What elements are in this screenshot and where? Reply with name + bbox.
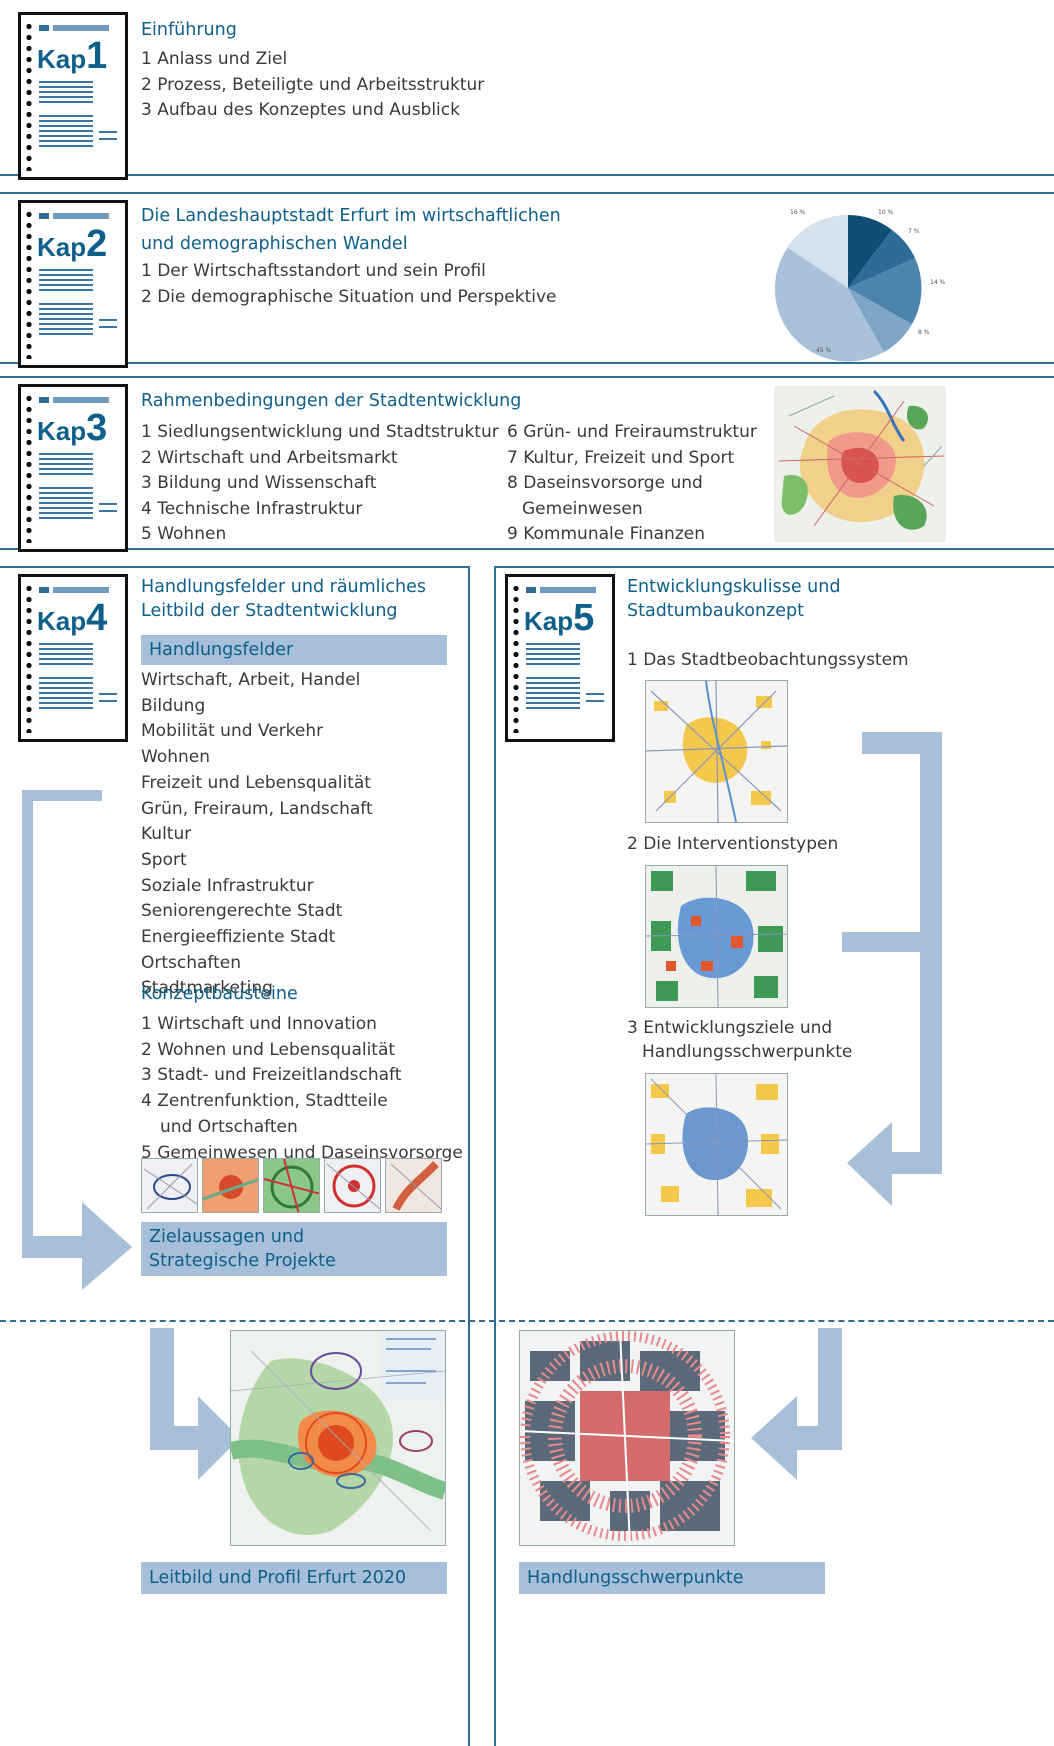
leitbild-map	[230, 1330, 446, 1546]
chapter-1-items: 1 Anlass und Ziel 2 Prozess, Beteiligte …	[141, 47, 484, 124]
konzeptbausteine-heading: Konzeptbausteine	[141, 984, 298, 1004]
chapter-3-title: Rahmenbedingungen der Stadtentwicklung	[141, 391, 522, 411]
chapter-3-column-2: 6 Grün- und Freiraumstruktur 7 Kultur, F…	[507, 420, 757, 548]
interventionstypen-map	[645, 865, 788, 1008]
list-item: 5 Wohnen	[141, 524, 227, 544]
step-3-label: 3 Entwicklungsziele und Handlungsschwerp…	[627, 1018, 853, 1062]
chapter-4-title: Handlungsfelder und räumliches Leitbild …	[141, 577, 427, 621]
list-item: Wohnen	[141, 747, 210, 768]
chapter-2-notebook-icon: Kap2	[18, 200, 128, 368]
handlungsschwerpunkte-overview-map	[519, 1330, 735, 1546]
concept-thumbnail-4	[324, 1158, 381, 1213]
section-divider	[0, 1320, 1054, 1322]
chapter-3-panel	[0, 376, 1054, 550]
list-item: Stadtmarketing	[141, 978, 273, 999]
list-item: 9 Kommunale Finanzen	[507, 524, 705, 544]
list-item: Seniorengerechte Stadt	[141, 901, 343, 922]
chapter-1-title: Einführung	[141, 20, 237, 40]
pie-label: 16 %	[790, 209, 806, 216]
chapter-1-panel	[0, 0, 1054, 176]
handlungsfelder-list: Wirtschaft, Arbeit, Handel Bildung Mobil…	[141, 668, 373, 1002]
list-item: Soziale Infrastruktur	[141, 875, 314, 896]
list-item: und Ortschaften	[160, 1116, 298, 1137]
step-1-label: 1 Das Stadtbeobachtungssystem	[627, 650, 909, 670]
list-item: 3 Aufbau des Konzeptes und Ausblick	[141, 100, 460, 120]
stadtbeobachtung-map	[645, 680, 788, 823]
list-item: Freizeit und Lebensqualität	[141, 772, 371, 793]
chapter-5-notebook-icon: Kap5	[505, 574, 615, 742]
list-item: 4 Technische Infrastruktur	[141, 498, 363, 519]
list-item: 2 Wohnen und Lebensqualität	[141, 1039, 396, 1060]
chapter-5-panel	[494, 566, 1054, 1746]
pie-label: 45 %	[816, 347, 832, 354]
concept-thumbnail-3	[263, 1158, 320, 1213]
pie-label: 10 %	[878, 209, 894, 216]
list-item: 1 Der Wirtschaftsstandort und sein Profi…	[141, 261, 486, 281]
pie-label: 8 %	[918, 329, 930, 336]
chapter-2-items: 1 Der Wirtschaftsstandort und sein Profi…	[141, 259, 556, 310]
list-item: 1 Anlass und Ziel	[141, 49, 288, 69]
leitbild-bar: Leitbild und Profil Erfurt 2020	[141, 1562, 447, 1594]
pie-chart-illustration: 16 % 10 % 7 % 14 % 8 % 45 %	[774, 209, 946, 362]
list-item: Grün, Freiraum, Landschaft	[141, 798, 373, 819]
list-item: 2 Wirtschaft und Arbeitsmarkt	[141, 447, 398, 468]
chapter-2-panel	[0, 192, 1054, 364]
list-item: Gemeinwesen	[522, 498, 643, 519]
list-item: Energieeffiziente Stadt	[141, 927, 336, 948]
list-item: 1 Wirtschaft und Innovation	[141, 1014, 377, 1034]
list-item: 2 Die demographische Situation und Persp…	[141, 286, 557, 307]
list-item: 7 Kultur, Freizeit und Sport	[507, 447, 735, 468]
list-item: Mobilität und Verkehr	[141, 721, 324, 742]
list-item: 2 Prozess, Beteiligte und Arbeitsstruktu…	[141, 74, 485, 95]
chapter-1-notebook-icon: Kap1	[18, 12, 128, 180]
step-2-label: 2 Die Interventionstypen	[627, 834, 839, 854]
chapter-4-notebook-icon: Kap4	[18, 574, 128, 742]
pie-label: 7 %	[908, 228, 920, 235]
handlungsschwerpunkte-map	[645, 1073, 788, 1216]
bracket-arrow-left	[22, 790, 132, 1290]
list-item: 6 Grün- und Freiraumstruktur	[507, 422, 757, 442]
list-item: 3 Bildung und Wissenschaft	[141, 473, 377, 493]
list-item: Ortschaften	[141, 952, 242, 973]
chapter-3-column-1: 1 Siedlungsentwicklung und Stadtstruktur…	[141, 420, 499, 548]
arrow-to-leitbild	[150, 1328, 240, 1480]
arrow-to-handlungsschwerpunkte	[751, 1328, 842, 1480]
list-item: 3 Stadt- und Freizeitlandschaft	[141, 1065, 402, 1086]
list-item: Bildung	[141, 695, 206, 716]
chapter-4-panel	[0, 566, 470, 1746]
list-item: Sport	[141, 849, 187, 870]
list-item: 5 Gemeinwesen und Daseinsvorsorge	[141, 1142, 463, 1163]
concept-thumbnail-1	[141, 1158, 198, 1213]
zielaussagen-bar: Zielaussagen und Strategische Projekte	[141, 1222, 447, 1276]
list-item: Wirtschaft, Arbeit, Handel	[141, 670, 361, 690]
city-structure-map	[774, 386, 946, 542]
chapter-2-title: Die Landeshauptstadt Erfurt im wirtschaf…	[141, 206, 561, 254]
konzeptbausteine-list: 1 Wirtschaft und Innovation 2 Wohnen und…	[141, 1012, 463, 1166]
list-item: 4 Zentrenfunktion, Stadtteile	[141, 1091, 388, 1112]
handlungsfelder-bar: Handlungsfelder	[141, 635, 447, 665]
bracket-arrow-right	[842, 732, 942, 1206]
handlungsschwerpunkte-bar: Handlungsschwerpunkte	[519, 1562, 825, 1594]
concept-thumbnail-5	[385, 1158, 442, 1213]
pie-label: 14 %	[930, 279, 946, 286]
chapter-5-title: Entwicklungskulisse und Stadtumbaukonzep…	[627, 577, 841, 621]
list-item: 8 Daseinsvorsorge und	[507, 473, 703, 493]
list-item: Kultur	[141, 824, 192, 845]
concept-thumbnail-2	[202, 1158, 259, 1213]
chapter-3-notebook-icon: Kap3	[18, 384, 128, 552]
list-item: 1 Siedlungsentwicklung und Stadtstruktur	[141, 422, 499, 442]
